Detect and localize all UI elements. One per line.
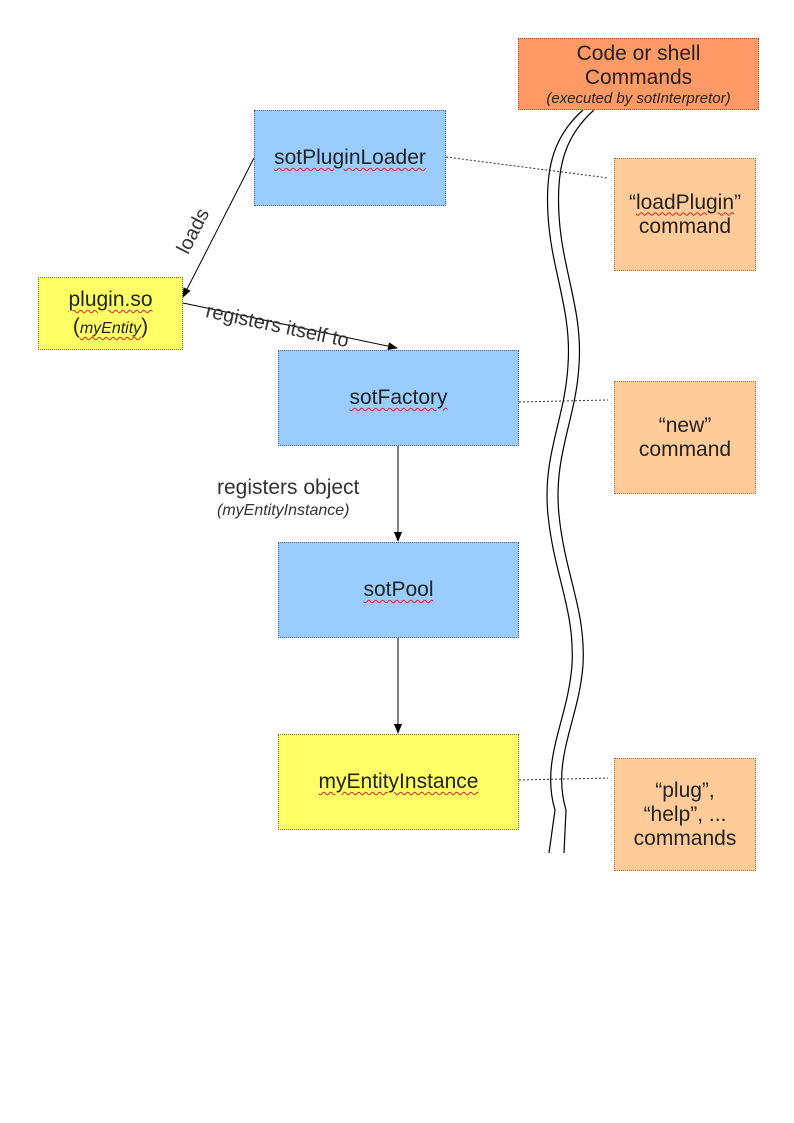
dotted-link-instance-to-plug bbox=[518, 777, 609, 781]
node-my-entity-instance: myEntityInstance bbox=[278, 734, 519, 830]
command-new-line1: “new” bbox=[658, 413, 712, 437]
commands-header-sub: (executed by sotInterpretor) bbox=[546, 89, 731, 107]
boundary-line-right bbox=[557, 109, 595, 854]
node-sot-plugin-loader-label: sotPluginLoader bbox=[274, 146, 426, 169]
dotted-link-loader-to-loadplugin bbox=[445, 156, 609, 179]
command-load-plugin-name: loadPlugin bbox=[635, 190, 735, 214]
node-plugin-so-label: plugin.so bbox=[68, 288, 153, 311]
node-plugin-so-close-paren: ) bbox=[141, 315, 149, 338]
node-sot-factory: sotFactory bbox=[278, 350, 519, 446]
node-sot-pool-label: sotPool bbox=[363, 578, 434, 601]
arrow-registers-itself bbox=[182, 302, 398, 351]
command-load-plugin-close-quote: ” bbox=[734, 190, 742, 214]
commands-header-box: Code or shell Commands (executed by sotI… bbox=[518, 38, 759, 110]
dotted-link-factory-to-new bbox=[518, 399, 609, 403]
command-load-plugin-open-quote: “ bbox=[628, 190, 636, 214]
node-plugin-so-sub: myEntity bbox=[79, 320, 142, 337]
command-plug-help: “plug”, “help”, ... commands bbox=[614, 758, 756, 871]
node-sot-pool: sotPool bbox=[278, 542, 519, 638]
arrow-loads bbox=[182, 157, 255, 298]
command-load-plugin: “loadPlugin” command bbox=[614, 158, 756, 271]
node-my-entity-instance-label: myEntityInstance bbox=[318, 770, 479, 793]
command-load-plugin-line2: command bbox=[638, 214, 732, 238]
node-sot-plugin-loader: sotPluginLoader bbox=[254, 110, 446, 206]
command-plug-line3: commands bbox=[633, 826, 737, 850]
edge-label-registers-object: registers object bbox=[217, 476, 360, 499]
commands-header-line1: Code or shell bbox=[576, 41, 701, 65]
node-plugin-so: plugin.so (myEntity) bbox=[38, 277, 183, 350]
command-plug-line2: “help”, ... bbox=[643, 802, 727, 826]
commands-header-line2: Commands bbox=[584, 65, 693, 89]
command-new-line2: command bbox=[638, 437, 732, 461]
node-plugin-so-open-paren: ( bbox=[72, 315, 80, 338]
command-plug-line1: “plug”, bbox=[655, 778, 715, 802]
boundary-line-left bbox=[546, 109, 584, 854]
edge-label-registers-object-sub: (myEntityInstance) bbox=[217, 502, 350, 519]
command-new: “new” command bbox=[614, 381, 756, 494]
node-sot-factory-label: sotFactory bbox=[349, 386, 448, 409]
